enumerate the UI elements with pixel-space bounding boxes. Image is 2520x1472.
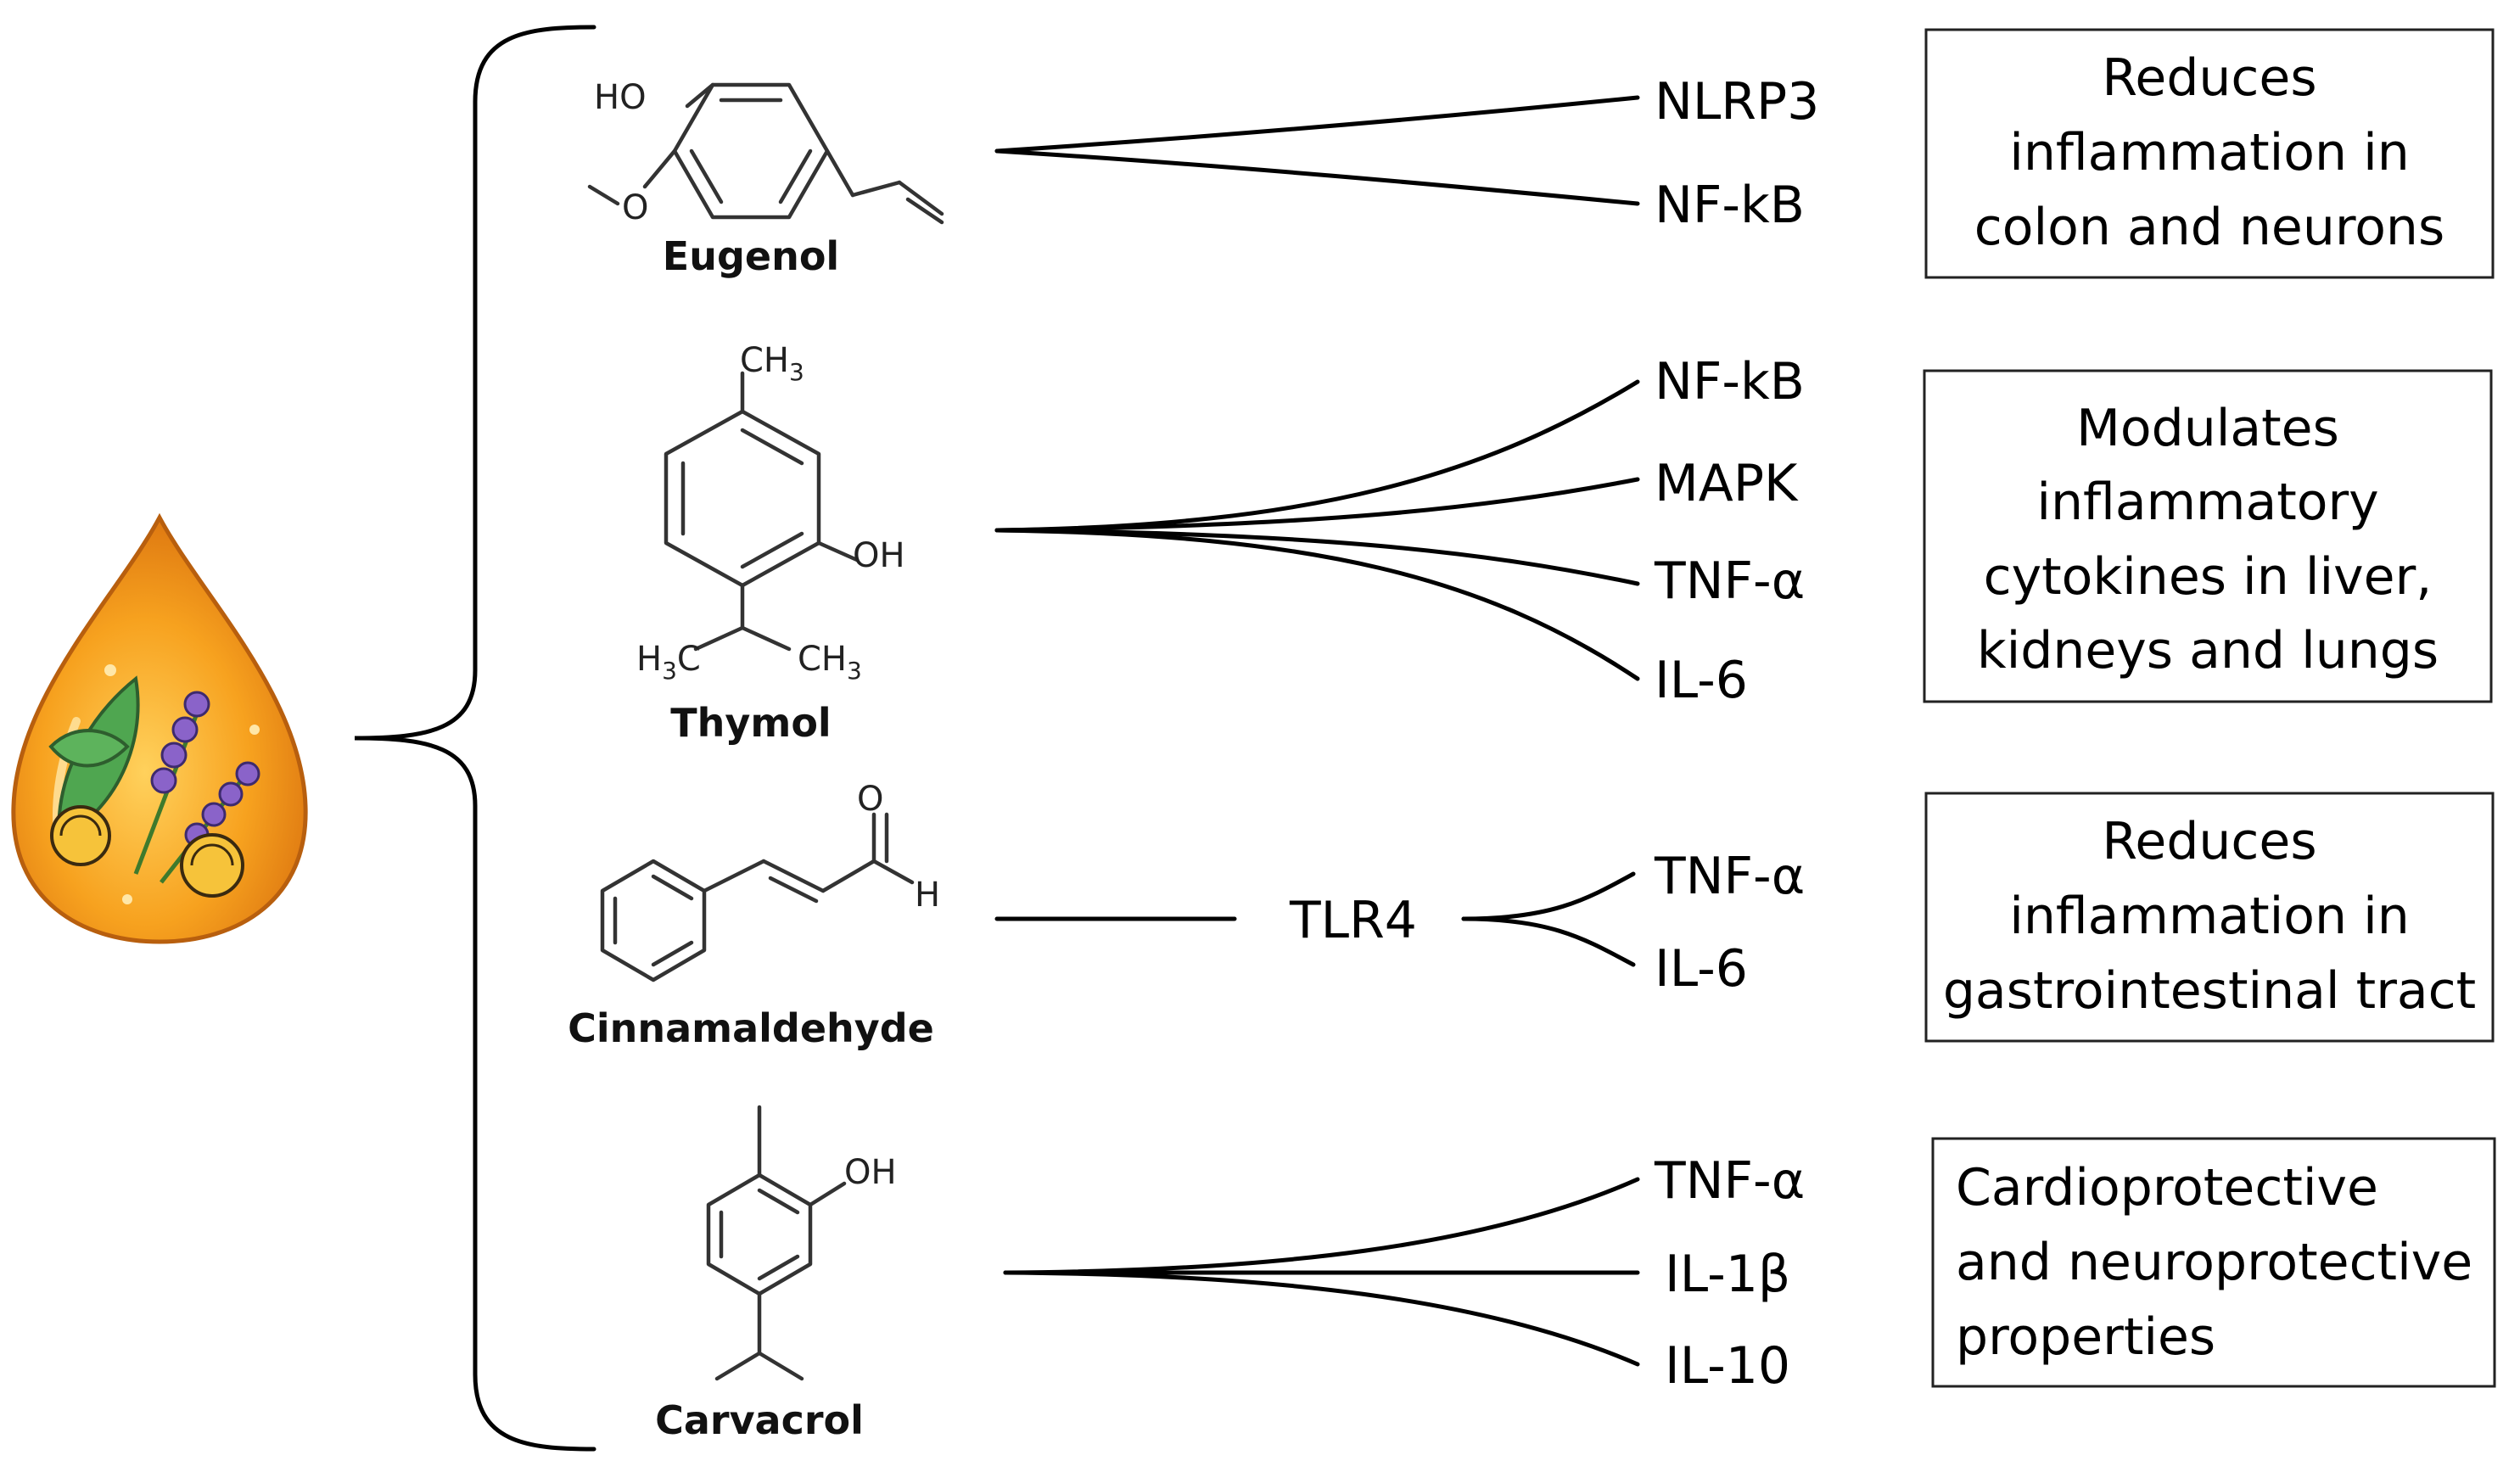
target-il6-cinnamaldehyde: IL-6 <box>1655 939 1748 999</box>
effect-line: kidneys and lungs <box>1977 621 2439 680</box>
connector-tlr4-il6 <box>1461 916 1636 967</box>
connector-thymol-il6 <box>994 528 1640 681</box>
effect-line: Reduces <box>2102 48 2316 108</box>
carvacrol-structure: OH <box>706 1105 897 1381</box>
effect-line: and neuroprotective <box>1956 1233 2472 1292</box>
effect-box-cinnamaldehyde <box>1924 792 2495 1043</box>
target-nfkb-eugenol: NF-kB <box>1655 176 1805 235</box>
connector-thymol-tnfa <box>994 528 1640 586</box>
connector-carvacrol-tnfa <box>1003 1177 1640 1275</box>
eugenol-ho-atom: HO <box>594 78 647 117</box>
cinnamaldehyde-o-atom: O <box>857 780 883 819</box>
intermediate-tlr4: TLR4 <box>1289 891 1417 950</box>
effect-line: colon and neurons <box>1974 198 2444 257</box>
effect-box-thymol <box>1923 369 2493 703</box>
effect-line: Reduces <box>2102 812 2316 871</box>
target-nfkb-thymol: NF-kB <box>1655 352 1805 411</box>
effect-line: inflammatory <box>2036 473 2378 532</box>
target-mapk: MAPK <box>1655 454 1799 513</box>
connector-carvacrol-il10 <box>1003 1270 1640 1367</box>
effect-line: properties <box>1956 1307 2215 1367</box>
cinnamaldehyde-structure: O H <box>600 780 940 982</box>
target-il6-thymol: IL-6 <box>1655 651 1748 710</box>
effect-line: Modulates <box>2076 399 2339 458</box>
thymol-ch3-top: CH3 <box>740 341 804 386</box>
effect-box-carvacrol <box>1931 1137 2496 1388</box>
effect-line: cytokines in liver, <box>1984 547 2433 607</box>
connector-thymol-mapk <box>994 477 1640 533</box>
target-nlrp3: NLRP3 <box>1655 72 1819 132</box>
effect-box-eugenol <box>1924 28 2495 279</box>
eugenol-o-atom: O <box>622 188 648 227</box>
compound-name-cinnamaldehyde: Cinnamaldehyde <box>568 1005 934 1051</box>
target-tnfa-carvacrol: TNF-α <box>1654 1151 1805 1211</box>
effect-line: inflammation in <box>2009 123 2410 182</box>
connector-thymol-nfkb <box>994 379 1640 533</box>
connector-eugenol-nfkb <box>994 148 1640 206</box>
carvacrol-oh-atom: OH <box>844 1153 897 1192</box>
effect-line: Cardioprotective <box>1956 1158 2378 1217</box>
target-il1b: IL-1β <box>1665 1245 1790 1304</box>
connector-eugenol-nlrp3 <box>994 95 1640 154</box>
target-tnfa-cinnamaldehyde: TNF-α <box>1654 847 1805 906</box>
essential-oil-drop-icon <box>11 512 308 944</box>
compound-name-thymol: Thymol <box>670 700 831 746</box>
grouping-brace <box>354 25 596 1452</box>
thymol-ch3-right: CH3 <box>798 640 862 685</box>
compound-name-carvacrol: Carvacrol <box>655 1397 864 1443</box>
thymol-h3c-atom: H3C <box>636 640 701 685</box>
eugenol-structure: HO O <box>587 78 944 227</box>
target-tnfa-thymol: TNF-α <box>1654 551 1805 611</box>
effect-line: gastrointestinal tract <box>1943 961 2476 1021</box>
target-il10: IL-10 <box>1665 1336 1790 1396</box>
compound-name-eugenol: Eugenol <box>663 233 839 279</box>
cinnamaldehyde-h-atom: H <box>915 876 940 915</box>
effect-line: inflammation in <box>2009 887 2410 946</box>
thymol-structure: CH3 OH H3C CH3 <box>636 341 905 685</box>
thymol-oh-atom: OH <box>853 536 905 575</box>
connector-tlr4-tnfa <box>1461 871 1636 921</box>
